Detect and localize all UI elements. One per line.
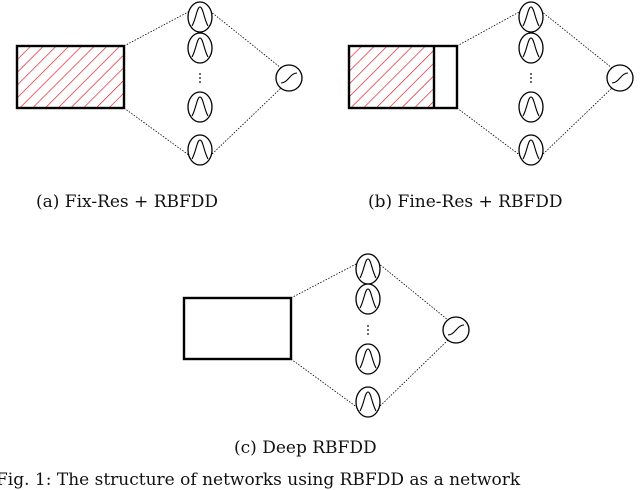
feature-extractor-box [182, 296, 293, 361]
node-circle [355, 386, 381, 418]
ellipsis-dot [367, 333, 369, 335]
connection-out-top [209, 10, 282, 69]
gaussian-curve [191, 139, 209, 160]
gaussian-rbf-node-icon [518, 1, 544, 33]
node-circle [187, 134, 213, 166]
node-circle [355, 343, 381, 375]
connection-top [456, 10, 522, 47]
gaussian-curve [359, 391, 377, 412]
node-circle [187, 1, 213, 33]
ellipsis-dot [199, 73, 201, 75]
gaussian-curve [191, 96, 209, 117]
vertical-ellipsis-icon [367, 325, 369, 335]
ellipsis-dot [530, 77, 532, 79]
figure-caption-partial: Fig. 1: The structure of networks using … [0, 470, 521, 490]
gaussian-curve [522, 37, 540, 58]
connection-top [290, 262, 359, 299]
node-circle [187, 32, 213, 64]
sigmoid-curve [611, 72, 629, 84]
gaussian-curve [359, 348, 377, 369]
sigmoid-output-icon [442, 316, 470, 344]
caption-fix-res: (a) Fix-Res + RBFDD [36, 192, 219, 212]
gaussian-curve [522, 6, 540, 27]
gaussian-curve [522, 96, 540, 117]
gaussian-rbf-node-icon [518, 91, 544, 123]
connection-out-bottom [540, 87, 613, 157]
ellipsis-dot [530, 73, 532, 75]
sigmoid-curve [447, 324, 465, 336]
connection-out-bottom [209, 87, 282, 157]
connection-top [123, 10, 191, 47]
gaussian-rbf-node-icon [187, 134, 213, 166]
gaussian-rbf-node-icon [187, 32, 213, 64]
node-circle [518, 1, 544, 33]
hatched-feature-region [17, 46, 124, 108]
node-circle [518, 91, 544, 123]
gaussian-rbf-node-icon [355, 283, 381, 315]
node-circle [187, 91, 213, 123]
panel-deep-rbfdd [182, 253, 470, 418]
gaussian-rbf-node-icon [518, 32, 544, 64]
caption-deep-rbfdd: (c) Deep RBFDD [234, 438, 377, 458]
sigmoid-output-icon [606, 64, 634, 92]
sigmoid-output-icon [275, 64, 303, 92]
node-circle [355, 283, 381, 315]
gaussian-curve [191, 6, 209, 27]
panel-fine-res [347, 1, 634, 166]
ellipsis-dot [199, 81, 201, 83]
panel-fix-res [15, 1, 303, 166]
feature-extractor-box [347, 44, 459, 110]
vertical-ellipsis-icon [530, 73, 532, 83]
gaussian-curve [359, 288, 377, 309]
gaussian-rbf-node-icon [355, 253, 381, 285]
connection-out-bottom [377, 339, 449, 409]
connection-out-top [540, 10, 613, 69]
connection-bottom [290, 358, 359, 409]
gaussian-curve [191, 37, 209, 58]
sigmoid-curve [280, 72, 298, 84]
gaussian-rbf-node-icon [355, 343, 381, 375]
ellipsis-dot [367, 325, 369, 327]
ellipsis-dot [199, 77, 201, 79]
gaussian-rbf-node-icon [518, 134, 544, 166]
feature-extractor-box [15, 44, 126, 110]
ellipsis-dot [367, 329, 369, 331]
connection-bottom [456, 107, 522, 157]
gaussian-rbf-node-icon [187, 91, 213, 123]
caption-fine-res: (b) Fine-Res + RBFDD [368, 192, 563, 212]
gaussian-rbf-node-icon [187, 1, 213, 33]
ellipsis-dot [530, 81, 532, 83]
gaussian-curve [522, 139, 540, 160]
vertical-ellipsis-icon [199, 73, 201, 83]
hatched-feature-region [349, 46, 434, 108]
node-circle [518, 134, 544, 166]
node-circle [518, 32, 544, 64]
gaussian-rbf-node-icon [355, 386, 381, 418]
connection-out-top [377, 262, 449, 321]
connection-bottom [123, 107, 191, 157]
gaussian-curve [359, 258, 377, 279]
